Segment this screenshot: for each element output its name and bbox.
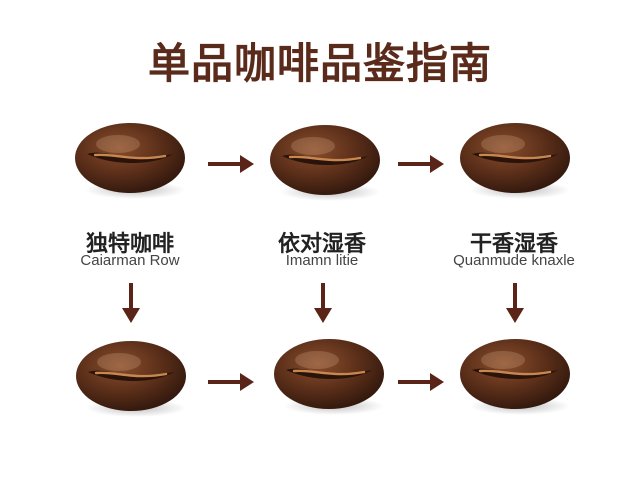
arrow-down-icon — [313, 282, 333, 324]
arrow-right-icon — [206, 372, 256, 392]
step-label-en: Quanmude knaxle — [453, 252, 575, 269]
arrow-down-icon — [121, 282, 141, 324]
coffee-bean-icon — [458, 120, 572, 200]
coffee-bean-icon — [268, 122, 382, 202]
page-title: 单品咖啡品鉴指南 — [147, 39, 492, 88]
coffee-bean-icon — [73, 120, 187, 200]
step-label-zh: 依对湿香 — [277, 232, 366, 257]
coffee-bean-icon — [458, 336, 572, 416]
arrow-right-icon — [206, 154, 256, 174]
arrow-right-icon — [396, 154, 446, 174]
arrow-down-icon — [505, 282, 525, 324]
coffee-bean-icon — [74, 338, 188, 418]
arrow-right-icon — [396, 372, 446, 392]
step-label-zh: 独特咖啡 — [85, 232, 174, 257]
coffee-bean-icon — [272, 336, 386, 416]
step-label-zh: 干香湿香 — [469, 232, 558, 257]
step-label-en: Imamn litie — [285, 252, 359, 269]
step-label-en: Caiarman Row — [80, 252, 180, 269]
